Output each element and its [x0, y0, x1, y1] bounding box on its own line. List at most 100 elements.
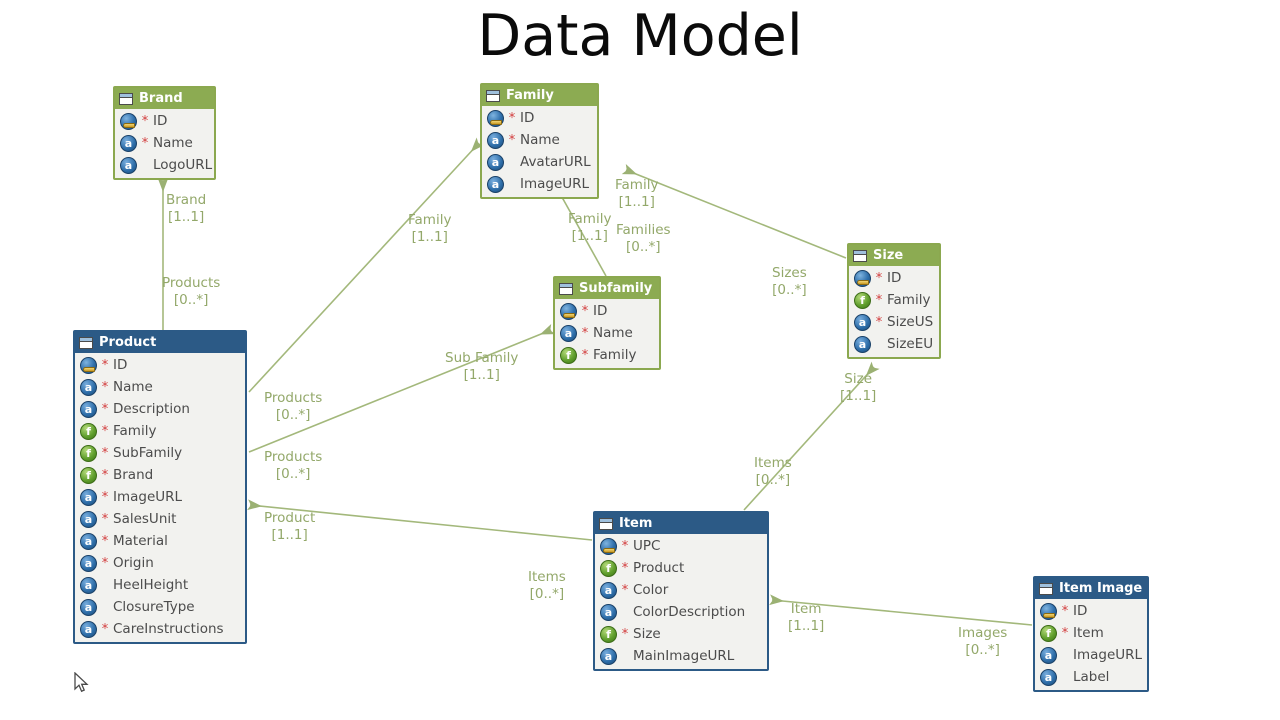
attribute-row[interactable]: *Description	[75, 398, 245, 420]
optional-spacer: *	[620, 605, 630, 620]
relationship-label-family-product: Family[1..1]	[408, 212, 451, 246]
required-marker: *	[101, 445, 109, 461]
attribute-row[interactable]: *Color	[595, 579, 767, 601]
attribute-row[interactable]: *Family	[555, 344, 659, 366]
attribute-list: *ID*Item*ImageURL*Label	[1035, 599, 1147, 690]
attribute-row[interactable]: *Name	[482, 129, 597, 151]
entity-size[interactable]: Size*ID*Family*SizeUS*SizeEU	[847, 243, 941, 359]
table-icon	[486, 89, 500, 102]
attribute-row[interactable]: *Product	[595, 557, 767, 579]
attribute-row[interactable]: *ID	[555, 300, 659, 322]
required-marker: *	[101, 533, 109, 549]
key-icon	[487, 109, 504, 127]
attribute-name: Origin	[113, 555, 154, 571]
relationship-multiplicity: [1..1]	[788, 618, 825, 634]
attribute-row[interactable]: *Origin	[75, 552, 245, 574]
foreign-key-icon	[600, 559, 617, 577]
entity-item-image[interactable]: Item Image*ID*Item*ImageURL*Label	[1033, 576, 1149, 692]
relationship-multiplicity: [0..*]	[275, 466, 311, 482]
required-marker: *	[101, 489, 109, 505]
attribute-row[interactable]: *ColorDescription	[595, 601, 767, 623]
required-marker: *	[101, 357, 109, 373]
attribute-list: *ID*Name*Description*Family*SubFamily*Br…	[75, 353, 245, 642]
attribute-row[interactable]: *ImageURL	[75, 486, 245, 508]
attribute-row[interactable]: *ImageURL	[1035, 644, 1147, 666]
foreign-key-icon	[80, 444, 97, 462]
relationship-label-sizes-family: Sizes[0..*]	[772, 265, 807, 299]
relationship-multiplicity: [1..1]	[411, 229, 448, 245]
attribute-row[interactable]: *CareInstructions	[75, 618, 245, 640]
optional-spacer: *	[507, 155, 517, 170]
relationship-multiplicity: [1..1]	[571, 228, 608, 244]
key-icon	[854, 269, 871, 287]
attribute-row[interactable]: *SizeEU	[849, 333, 939, 355]
attribute-row[interactable]: *Item	[1035, 622, 1147, 644]
attribute-row[interactable]: *SalesUnit	[75, 508, 245, 530]
entity-brand[interactable]: Brand*ID*Name*LogoURL	[113, 86, 216, 180]
attribute-icon	[600, 581, 617, 599]
optional-spacer: *	[874, 337, 884, 352]
attribute-row[interactable]: *Family	[75, 420, 245, 442]
attribute-row[interactable]: *ID	[849, 267, 939, 289]
relationship-label-family-size: Family[1..1]	[615, 177, 658, 211]
attribute-row[interactable]: *MainImageURL	[595, 645, 767, 667]
attribute-icon	[854, 335, 871, 353]
entity-name: Item Image	[1059, 581, 1143, 596]
attribute-row[interactable]: *LogoURL	[115, 154, 214, 176]
attribute-row[interactable]: *Label	[1035, 666, 1147, 688]
attribute-name: Material	[113, 533, 168, 549]
relationship-role: Families	[616, 222, 671, 238]
attribute-row[interactable]: *SizeUS	[849, 311, 939, 333]
entity-header-size: Size	[849, 245, 939, 266]
attribute-row[interactable]: *Material	[75, 530, 245, 552]
required-marker: *	[875, 270, 883, 286]
attribute-name: Name	[593, 325, 633, 341]
attribute-row[interactable]: *HeelHeight	[75, 574, 245, 596]
entity-header-family: Family	[482, 85, 597, 106]
required-marker: *	[1061, 625, 1069, 641]
entity-name: Subfamily	[579, 281, 653, 296]
relationship-role: Family	[568, 211, 612, 227]
attribute-name: ID	[153, 113, 168, 129]
attribute-name: ID	[593, 303, 608, 319]
relationship-label-products-subfamily: Products[0..*]	[264, 449, 322, 483]
optional-spacer: *	[507, 177, 517, 192]
attribute-row[interactable]: *Brand	[75, 464, 245, 486]
attribute-name: ID	[520, 110, 535, 126]
entity-product[interactable]: Product*ID*Name*Description*Family*SubFa…	[73, 330, 247, 644]
relationship-multiplicity: [0..*]	[529, 586, 565, 602]
attribute-name: ColorDescription	[633, 604, 746, 620]
attribute-row[interactable]: *Size	[595, 623, 767, 645]
attribute-row[interactable]: *ID	[1035, 600, 1147, 622]
attribute-name: MainImageURL	[633, 648, 735, 664]
attribute-name: ID	[1073, 603, 1088, 619]
entity-subfamily[interactable]: Subfamily *ID*Name*Family	[553, 276, 661, 370]
attribute-row[interactable]: *Family	[849, 289, 939, 311]
attribute-name: SizeEU	[887, 336, 934, 352]
mouse-pointer-icon	[74, 672, 89, 693]
attribute-name: Color	[633, 582, 669, 598]
attribute-row[interactable]: *Name	[75, 376, 245, 398]
attribute-row[interactable]: *SubFamily	[75, 442, 245, 464]
attribute-name: ImageURL	[113, 489, 183, 505]
attribute-name: ID	[887, 270, 902, 286]
attribute-row[interactable]: *AvatarURL	[482, 151, 597, 173]
attribute-icon	[120, 134, 137, 152]
attribute-row[interactable]: *UPC	[595, 535, 767, 557]
relationship-label-products-family: Products[0..*]	[264, 390, 322, 424]
attribute-name: Size	[633, 626, 661, 642]
required-marker: *	[101, 379, 109, 395]
attribute-row[interactable]: *Name	[555, 322, 659, 344]
attribute-row[interactable]: *ImageURL	[482, 173, 597, 195]
attribute-icon	[80, 532, 97, 550]
entity-family[interactable]: Family*ID*Name*AvatarURL*ImageURL	[480, 83, 599, 199]
attribute-row[interactable]: *Name	[115, 132, 214, 154]
attribute-row[interactable]: *ClosureType	[75, 596, 245, 618]
attribute-row[interactable]: *ID	[115, 110, 214, 132]
entity-item[interactable]: Item*UPC*Product*Color*ColorDescription*…	[593, 511, 769, 671]
required-marker: *	[101, 401, 109, 417]
attribute-row[interactable]: *ID	[75, 354, 245, 376]
attribute-icon	[487, 153, 504, 171]
attribute-name: Product	[633, 560, 685, 576]
attribute-row[interactable]: *ID	[482, 107, 597, 129]
